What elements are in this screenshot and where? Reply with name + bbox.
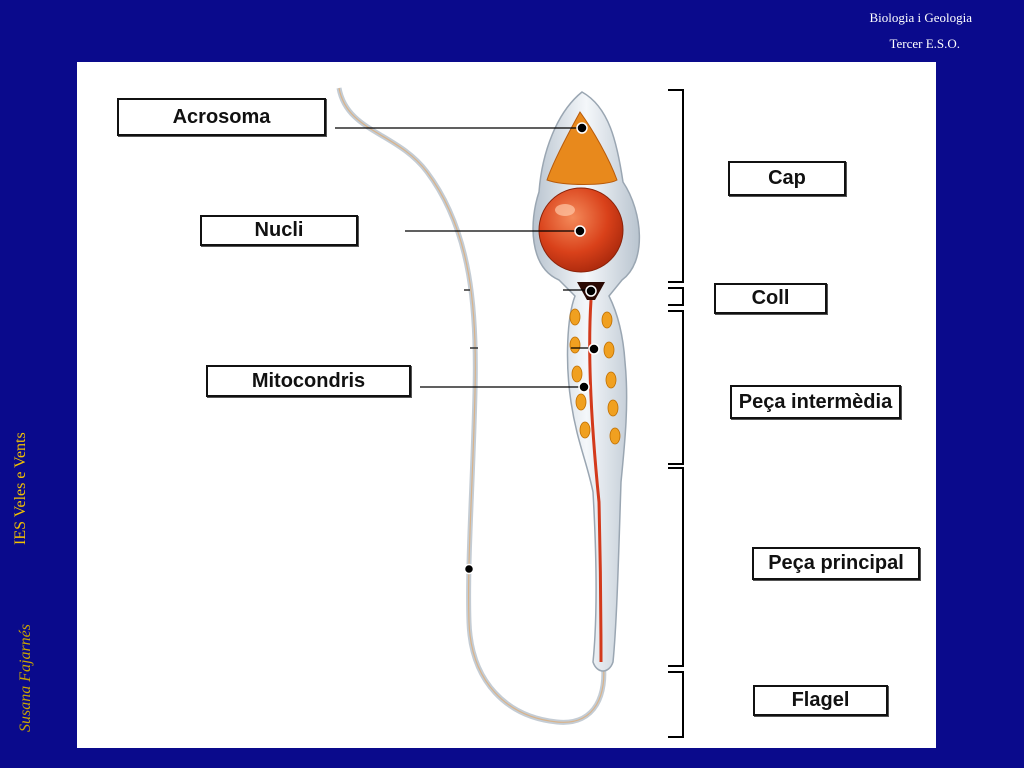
sperm-cell-illustration — [335, 87, 684, 738]
bracket-coll — [668, 287, 684, 306]
acrosome-marker — [576, 122, 588, 134]
tail-core — [588, 299, 603, 663]
sidebar-school-name: IES Veles e Vents — [12, 432, 29, 545]
mitochondria-group — [569, 308, 621, 445]
bracket-flagel — [668, 671, 684, 738]
sidebar-author-name: Susana Fajarnés — [17, 624, 34, 732]
acrosome-shape — [546, 111, 618, 185]
label-flagel: Flagel — [753, 685, 888, 716]
bracket-peca-principal — [668, 467, 684, 667]
label-cap: Cap — [728, 161, 846, 196]
header-course: Tercer E.S.O. — [889, 36, 960, 51]
neck-marker — [585, 285, 597, 297]
nucleus-marker — [574, 225, 586, 237]
label-nucli: Nucli — [200, 215, 358, 246]
mitochondria-marker — [578, 381, 590, 393]
midpiece-marker — [588, 343, 600, 355]
full-flagellum-core — [338, 87, 605, 723]
label-coll: Coll — [714, 283, 827, 314]
label-peca-intermedia: Peça intermèdia — [730, 385, 901, 419]
diagram-panel: Acrosoma Nucli Mitocondris Cap Coll Peça… — [77, 62, 936, 748]
header-subject: Biologia i Geologia — [869, 10, 972, 25]
label-mitocondris: Mitocondris — [206, 365, 411, 397]
label-acrosoma: Acrosoma — [117, 98, 326, 136]
bracket-cap — [668, 89, 684, 283]
bracket-peca-intermedia — [668, 310, 684, 465]
region-brackets — [668, 89, 684, 738]
label-peca-principal: Peça principal — [752, 547, 920, 580]
flagellum-marker — [463, 563, 475, 575]
